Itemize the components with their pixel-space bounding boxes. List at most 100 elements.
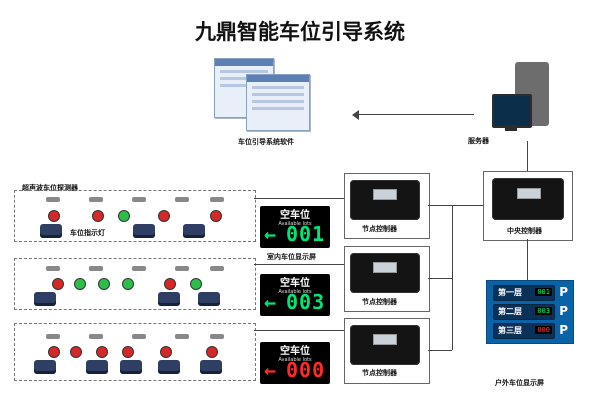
indicator-light (92, 210, 104, 222)
car (34, 360, 56, 374)
outdoor-display-row-2-value: 003 (535, 307, 552, 315)
node-controller-label-1: 节点控制器 (362, 225, 397, 233)
outdoor-display-row-2-p: P (559, 304, 568, 318)
car (158, 360, 180, 374)
car (200, 360, 222, 374)
sensor-3 (132, 197, 146, 202)
sensor-zone-title: 超声波车位探测器 (22, 184, 78, 192)
indoor-display-1: 空车位 Available lots ← 001 (260, 206, 330, 248)
sensor-6 (46, 266, 60, 271)
sensor-2 (89, 197, 103, 202)
conn-zone2-to-node2 (254, 264, 344, 265)
indicator-light (160, 346, 172, 358)
car (40, 224, 62, 238)
sensor-11 (46, 334, 60, 339)
indoor-display-2-title: 空车位 (280, 278, 310, 289)
indicator-light (74, 278, 86, 290)
sensor-4 (175, 197, 189, 202)
indoor-display-3: 空车位 Available lots ← 000 (260, 342, 330, 384)
zone-1 (14, 190, 256, 242)
outdoor-display-row-3-value: 000 (535, 326, 552, 334)
node-controller-label-3: 节点控制器 (362, 369, 397, 377)
node-controller-screen (373, 334, 397, 345)
indicator-light (52, 278, 64, 290)
outdoor-display-label: 户外车位显示屏 (495, 379, 544, 387)
outdoor-display-row-3-p: P (559, 323, 568, 337)
indicator-light (164, 278, 176, 290)
node-controller-device-1 (350, 180, 420, 220)
indicator-light (122, 346, 134, 358)
software-window-front (246, 74, 310, 131)
indoor-display-1-title: 空车位 (280, 210, 310, 221)
indicator-light (118, 210, 130, 222)
outdoor-display-row-2-label: 第二层 (498, 307, 522, 316)
outdoor-display-row-1-value: 001 (535, 288, 552, 296)
indicator-light (122, 278, 134, 290)
node-controller-screen (373, 262, 397, 273)
car (34, 292, 56, 306)
sensor-12 (89, 334, 103, 339)
central-controller-device (492, 178, 564, 220)
outdoor-display-row-3-label: 第三层 (498, 326, 522, 335)
indoor-display-label: 室内车位显示屏 (267, 253, 316, 261)
sensor-5 (210, 197, 224, 202)
indoor-display-1-value: 001 (286, 222, 326, 246)
conn-zone1-to-node1 (254, 198, 344, 199)
indoor-display-2-arrow: ← (264, 290, 278, 314)
server-monitor-stand (505, 125, 517, 131)
conn-node3-to-bus (428, 350, 452, 351)
central-controller-label: 中央控制器 (507, 227, 542, 235)
outdoor-display-row-2: 第二层 003 (493, 304, 555, 320)
indoor-display-3-arrow: ← (264, 358, 278, 382)
sensor-8 (132, 266, 146, 271)
node-controller-label-2: 节点控制器 (362, 298, 397, 306)
conn-node1-to-bus (428, 205, 452, 206)
indicator-light (210, 210, 222, 222)
sensor-9 (175, 266, 189, 271)
conn-zone3-to-node3 (254, 330, 344, 331)
conn-bus-to-central (452, 205, 483, 206)
zone-2 (14, 258, 256, 310)
conn-node2-to-bus (428, 278, 452, 279)
sensor-15 (210, 334, 224, 339)
space-indicator-label: 车位指示灯 (70, 229, 105, 237)
indicator-light (48, 346, 60, 358)
car (133, 224, 155, 238)
indicator-light (206, 346, 218, 358)
node-controller-device-3 (350, 325, 420, 365)
car (86, 360, 108, 374)
outdoor-display-row-1-label: 第一层 (498, 288, 522, 297)
indicator-light (158, 210, 170, 222)
indicator-light (48, 210, 60, 222)
indoor-display-3-value: 000 (286, 358, 326, 382)
server-label: 服务器 (468, 137, 489, 145)
conn-central-to-server (527, 141, 528, 171)
indicator-light (98, 278, 110, 290)
software-label: 车位引导系统软件 (238, 138, 294, 146)
indoor-display-3-subtitle: Available lots (278, 357, 312, 363)
outdoor-display-row-1-p: P (559, 285, 568, 299)
outdoor-display-row-3: 第三层 000 (493, 323, 555, 339)
sensor-1 (46, 197, 60, 202)
indoor-display-2-value: 003 (286, 290, 326, 314)
indoor-display-2-subtitle: Available lots (278, 289, 312, 295)
conn-central-to-outdoor (527, 239, 528, 280)
indoor-display-1-arrow: ← (264, 222, 278, 246)
indicator-light (70, 346, 82, 358)
arrow-left-icon (352, 110, 359, 120)
sensor-14 (175, 334, 189, 339)
server-to-software-line (354, 114, 474, 115)
indoor-display-2: 空车位 Available lots ← 003 (260, 274, 330, 316)
indicator-light (190, 278, 202, 290)
indoor-display-3-title: 空车位 (280, 346, 310, 357)
conn-node-bus-vertical (452, 205, 453, 350)
sensor-7 (89, 266, 103, 271)
outdoor-display-panel: 第一层 001 P 第二层 003 P 第三层 000 P (486, 280, 574, 344)
car (198, 292, 220, 306)
indoor-display-1-subtitle: Available lots (278, 221, 312, 227)
car (120, 360, 142, 374)
node-controller-device-2 (350, 253, 420, 293)
car (158, 292, 180, 306)
zone-3 (14, 323, 256, 381)
car (183, 224, 205, 238)
